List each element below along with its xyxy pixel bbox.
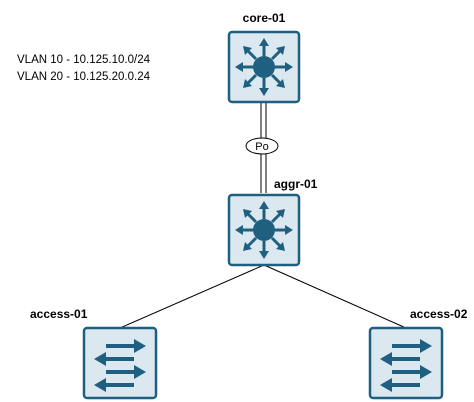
port-channel-badge: Po [245, 137, 279, 155]
aggr-01-label: aggr-01 [274, 177, 318, 191]
port-channel-label: Po [255, 141, 268, 153]
link-aggr-access-01 [119, 264, 265, 329]
link-aggr-access-02 [263, 264, 407, 329]
access-01-switch-icon[interactable] [82, 326, 158, 400]
access-01-label: access-01 [30, 307, 88, 321]
access-02-label: access-02 [410, 307, 468, 321]
access-02-switch-icon[interactable] [368, 326, 444, 400]
vlan-10-note: VLAN 10 - 10.125.10.0/24 [17, 54, 151, 66]
core-01-switch-icon[interactable] [227, 30, 301, 104]
aggr-01-switch-icon[interactable] [227, 193, 301, 267]
core-01-label: core-01 [243, 11, 286, 25]
vlan-20-note: VLAN 20 - 10.125.20.0.24 [17, 71, 151, 83]
